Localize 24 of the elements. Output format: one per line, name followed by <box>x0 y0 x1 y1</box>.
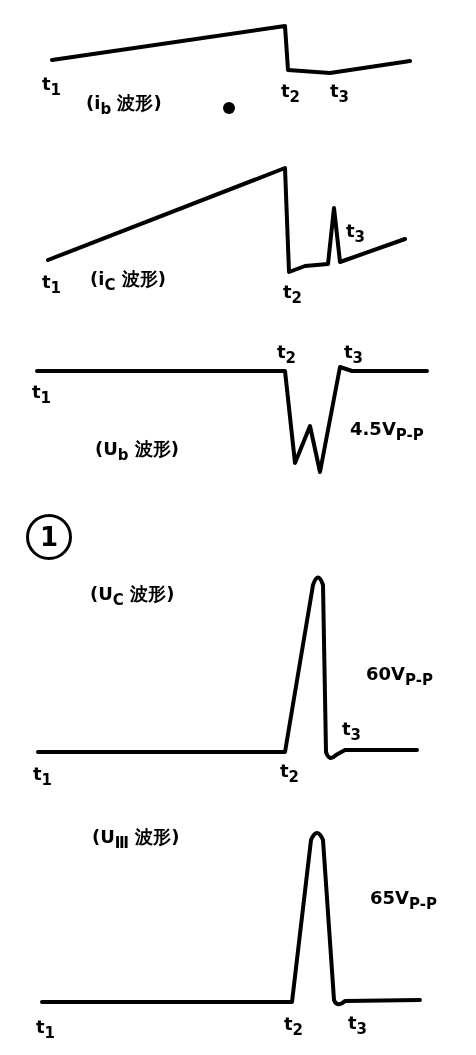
time-label: t$_{2}$ <box>284 1013 304 1041</box>
time-label: t$_{2}$ <box>277 341 297 369</box>
waveform-caption: (U$_{Ⅲ}$ 波形) <box>92 826 180 854</box>
waveform-caption: (i$_{C}$ 波形) <box>90 268 166 296</box>
time-label: t$_{2}$ <box>281 80 301 108</box>
time-label: t$_{1}$ <box>42 73 62 101</box>
time-label: t$_{1}$ <box>36 1016 56 1044</box>
time-label: t$_{3}$ <box>344 341 364 369</box>
time-label: t$_{2}$ <box>280 760 300 788</box>
waveform-caption: (U$_{C}$ 波形) <box>90 583 175 611</box>
time-label: t$_{3}$ <box>348 1012 368 1040</box>
circled-number: 1 <box>26 514 72 560</box>
time-label: t$_{1}$ <box>33 763 53 791</box>
voltage-label: 60V$_{P-P}$ <box>366 663 433 691</box>
time-label: t$_{3}$ <box>342 718 362 746</box>
voltage-label: 65V$_{P-P}$ <box>370 887 437 915</box>
waveform-caption: (U$_{b}$ 波形) <box>95 438 180 466</box>
time-label: t$_{3}$ <box>330 80 350 108</box>
time-label: t$_{2}$ <box>283 281 303 309</box>
time-label: t$_{1}$ <box>42 271 62 299</box>
voltage-label: 4.5V$_{P-P}$ <box>350 418 424 446</box>
waveform-caption: (i$_{b}$ 波形) <box>86 92 162 120</box>
time-label: t$_{1}$ <box>32 381 52 409</box>
time-label: t$_{3}$ <box>346 220 366 248</box>
